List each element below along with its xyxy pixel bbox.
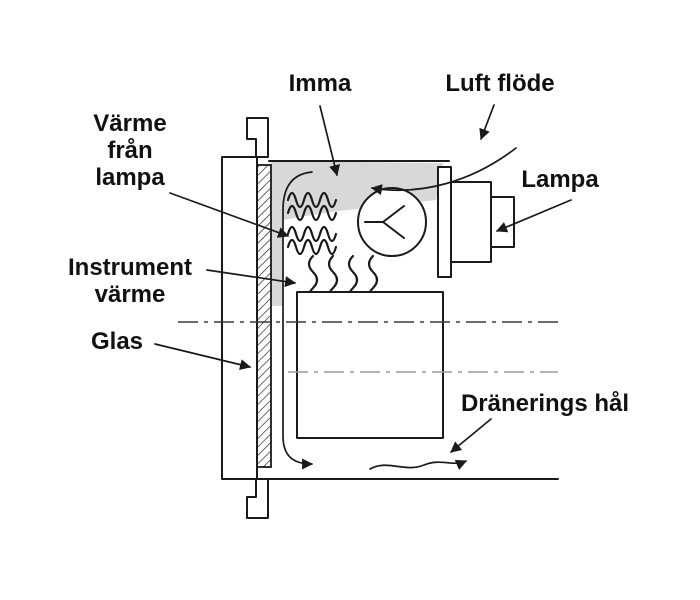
lamp-heat-wave-4 [286,238,338,256]
airflow-pointer-arrow [479,104,495,141]
bezel-body [221,156,258,480]
lamp-socket [450,181,492,263]
label-glas: Glas [90,328,144,355]
drain-pointer-arrow [450,418,492,453]
label-instrument-varme: Instrument värme [35,254,225,308]
lamp-heat-wave-2 [286,204,338,222]
label-varme-line3: lampa [95,164,165,191]
label-instrument-line1: Instrument [67,254,192,281]
drain-flow-arrow [369,459,468,470]
glass-pointer-arrow [154,343,252,371]
lamp-bulb [357,187,427,257]
label-varme-line2: från [107,137,153,164]
airflow-curve-arrow [370,147,517,196]
glass-pane [256,164,272,468]
instrument-body [296,291,444,439]
label-varme-line1: Värme [93,110,167,137]
lamp-heat-wave-3 [286,225,338,243]
lamp-filament [364,205,405,239]
bezel-bottom-tab [246,478,269,519]
label-varme-fran-lampa: Värme från lampa [60,110,200,191]
bezel-top-tab [246,117,269,158]
instrument-heat-pointer-arrow [206,269,297,288]
label-imma: Imma [288,70,352,97]
label-instrument-line2: värme [94,281,166,308]
glass-flow-arrow [282,171,314,470]
imma-pointer-arrow [319,105,340,177]
label-dranerings-hal: Dränerings hål [460,390,630,417]
lamp-end-cap [490,196,515,248]
label-luft-flode: Luft flöde [445,70,555,97]
lamp-heat-pointer-arrow [169,192,290,238]
lamp-pointer-arrow [495,199,572,233]
lamp-heat-wave-1 [286,191,338,209]
label-lampa: Lampa [521,166,599,193]
